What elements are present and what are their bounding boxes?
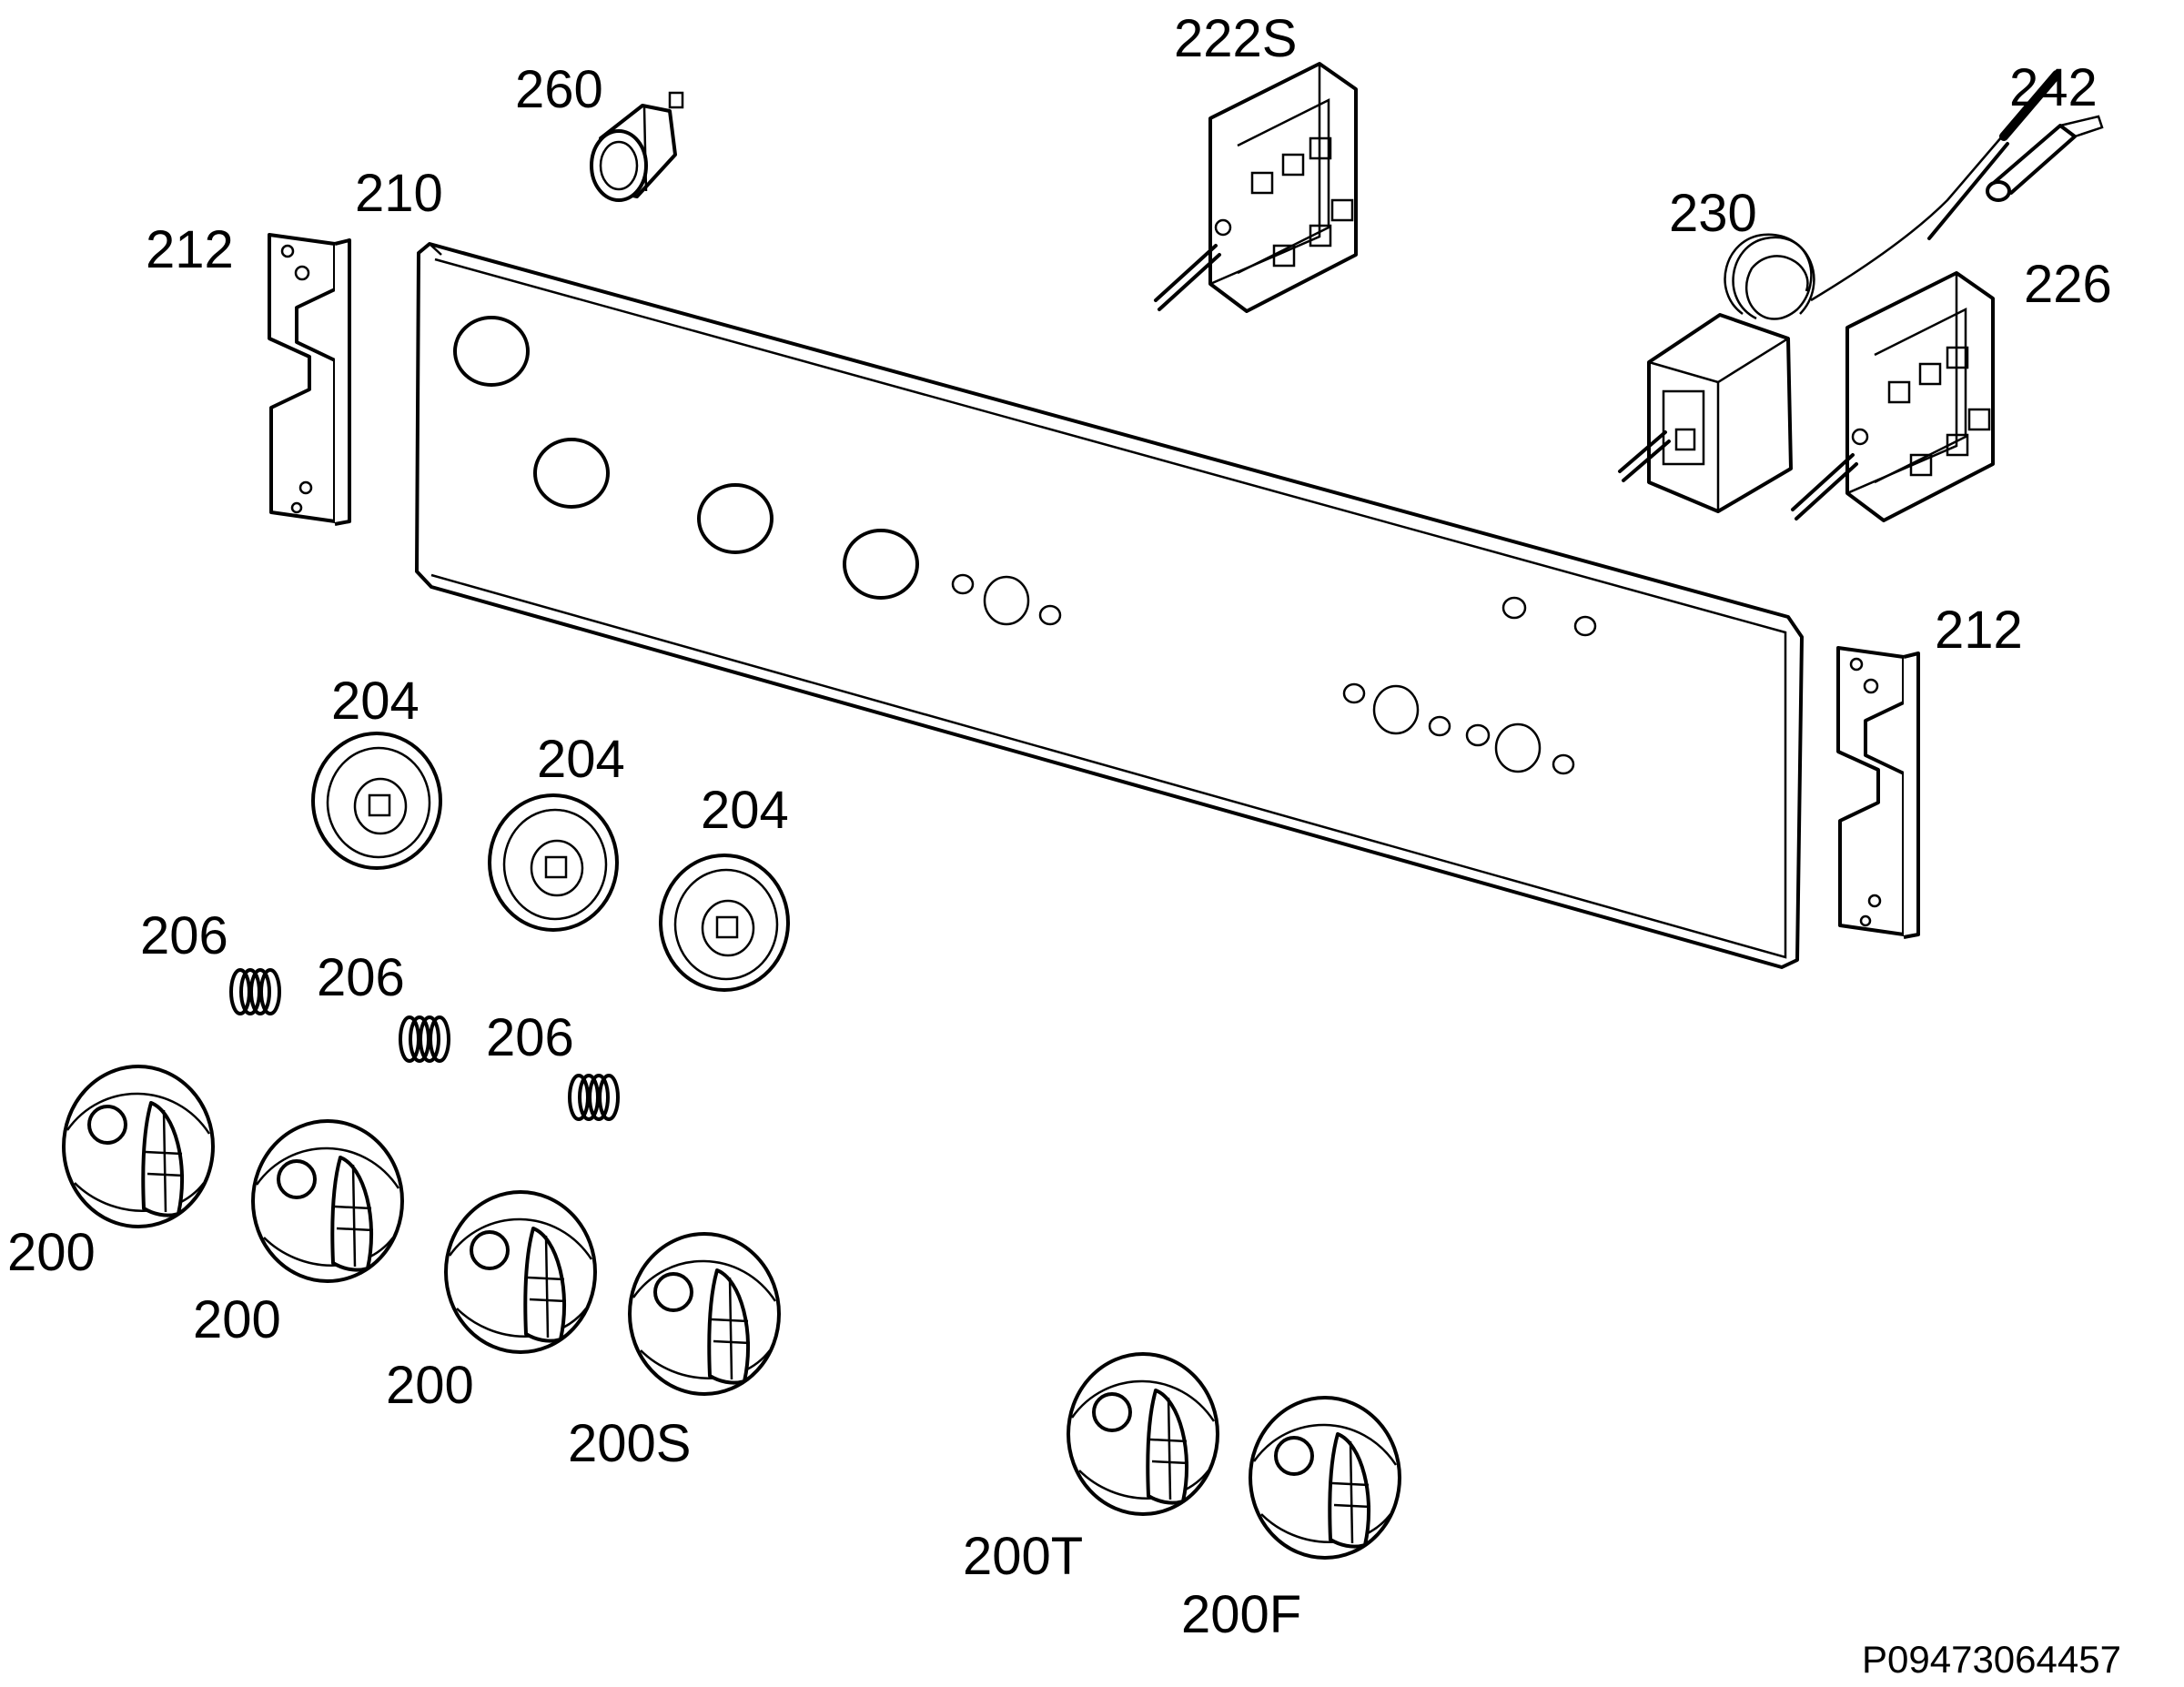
sensor-242 (1986, 115, 2104, 202)
knob-200-3 (444, 1190, 597, 1354)
spring-206-2 (399, 1015, 450, 1063)
thermostat-230 (1618, 70, 2061, 513)
indicator-lamp-260 (590, 91, 684, 202)
side-bracket-212-left (268, 233, 351, 526)
label-226: 226 (2024, 255, 2112, 314)
label-210: 210 (355, 164, 443, 223)
label-212-left: 212 (146, 220, 234, 279)
label-204-1: 204 (331, 672, 420, 731)
switch-222S (1154, 62, 1358, 313)
label-260: 260 (515, 60, 603, 119)
knob-200-1 (62, 1065, 215, 1228)
side-bracket-212-right (1836, 646, 1920, 939)
label-230: 230 (1669, 184, 1757, 243)
label-206-1: 206 (140, 906, 228, 965)
knob-200F (1249, 1396, 1401, 1560)
bezel-204-2 (488, 793, 619, 932)
label-200-3: 200 (386, 1356, 474, 1415)
label-200-1: 200 (7, 1223, 96, 1282)
spring-206-3 (568, 1074, 620, 1121)
label-204-3: 204 (701, 781, 789, 840)
knob-200-2 (251, 1119, 404, 1283)
label-242: 242 (2009, 58, 2098, 117)
label-222S: 222S (1174, 9, 1297, 68)
label-200T: 200T (963, 1527, 1083, 1586)
switch-226 (1791, 271, 1995, 522)
label-200F: 200F (1181, 1585, 1301, 1644)
label-204-2: 204 (537, 730, 625, 789)
bezel-204-1 (311, 732, 442, 870)
drawing-code: P09473064457 (1862, 1638, 2121, 1681)
spring-206-1 (229, 968, 281, 1015)
label-200S: 200S (568, 1414, 691, 1473)
label-206-2: 206 (317, 948, 405, 1007)
label-212-right: 212 (1935, 601, 2023, 660)
control-panel-210 (415, 242, 1804, 969)
label-206-3: 206 (486, 1008, 574, 1067)
label-200-2: 200 (193, 1290, 281, 1349)
bezel-204-3 (659, 854, 790, 992)
knob-200T (1067, 1352, 1219, 1516)
knob-200S (628, 1232, 781, 1396)
